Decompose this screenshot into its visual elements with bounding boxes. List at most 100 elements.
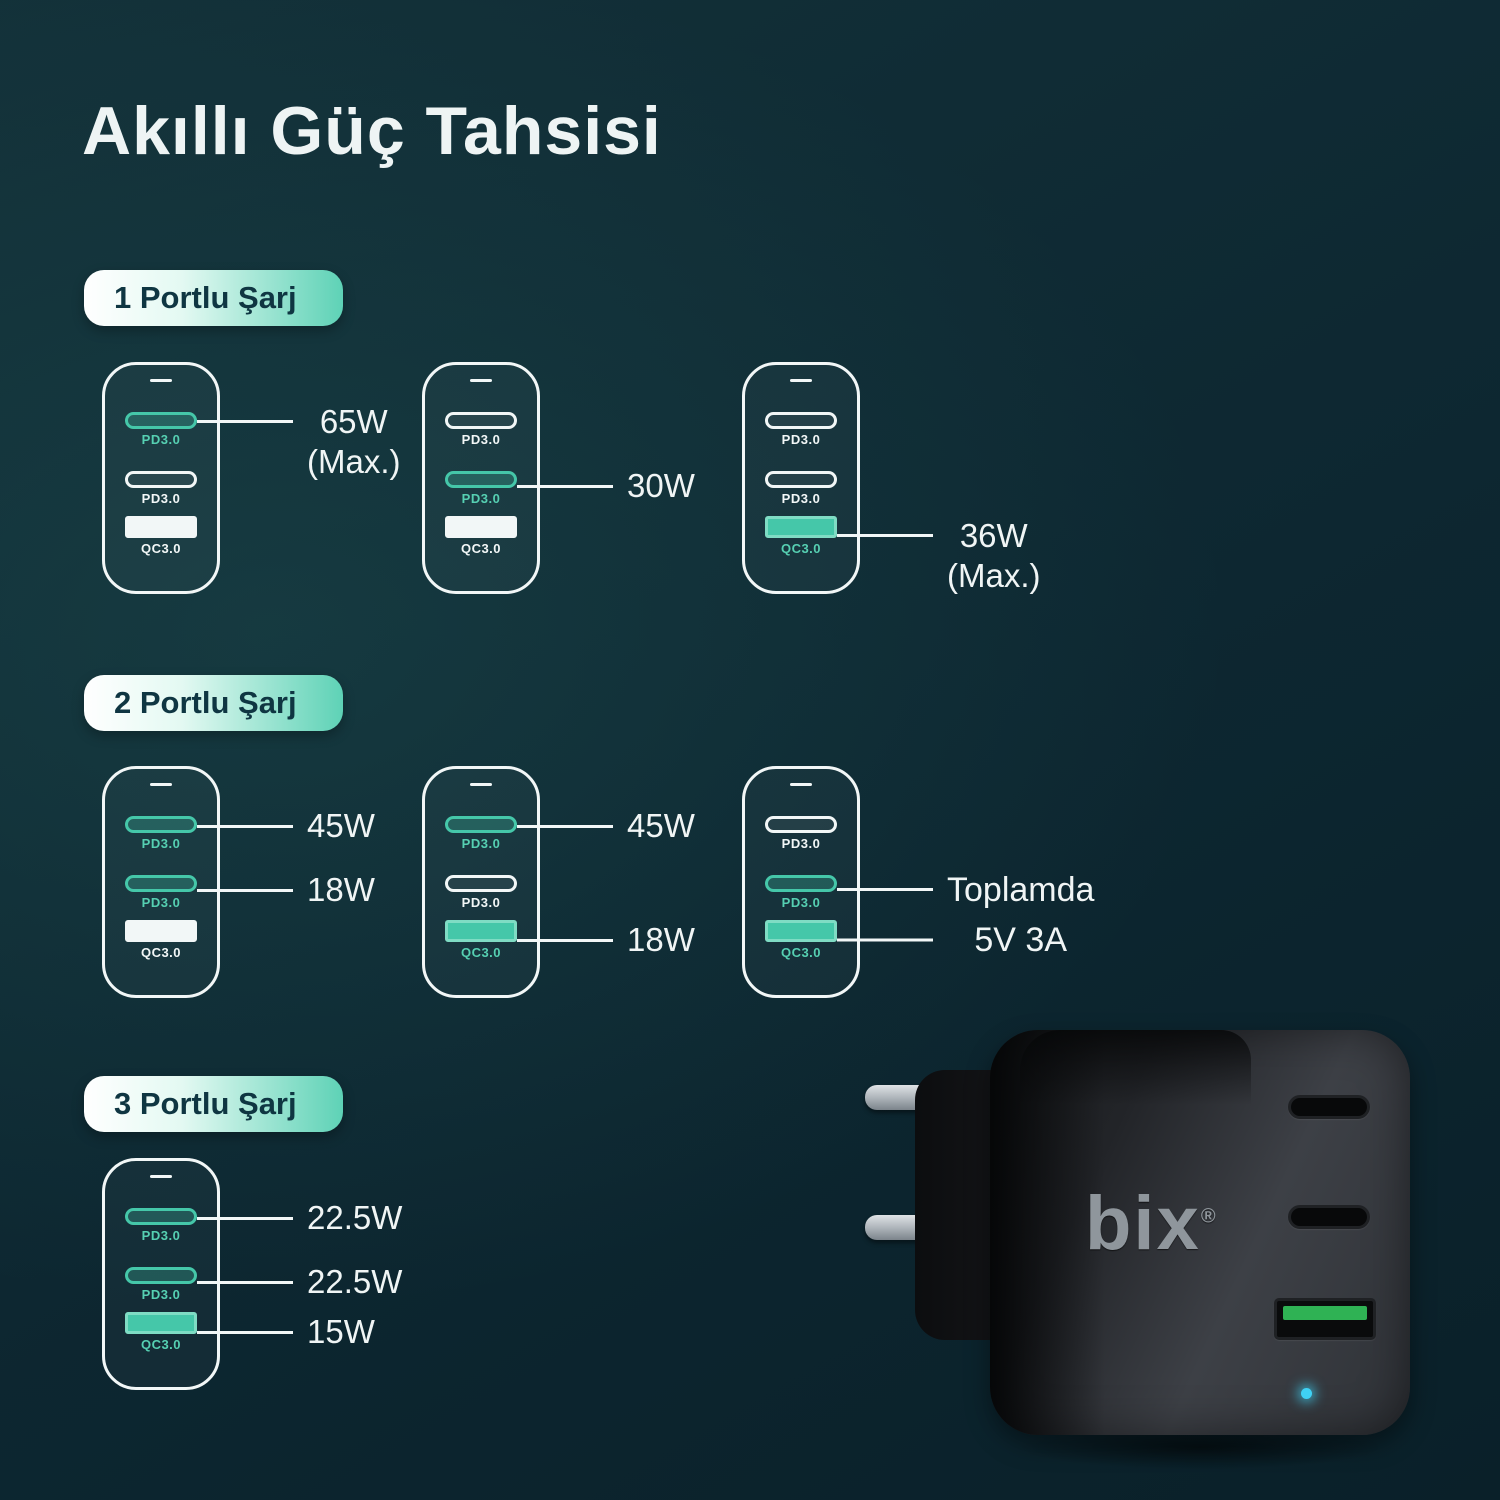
port-label: PD3.0: [141, 836, 181, 851]
charger-housing: bix®: [990, 1030, 1410, 1435]
usbc-port-icon: PD3.0: [125, 816, 197, 851]
usba-tab: [1283, 1306, 1367, 1320]
port-label: QC3.0: [460, 945, 502, 960]
port-label: PD3.0: [141, 1287, 181, 1302]
usbc-port-icon: PD3.0: [765, 875, 837, 910]
port-shape: [765, 920, 837, 942]
port-callout: 65W (Max.): [197, 402, 401, 482]
port-label: PD3.0: [461, 836, 501, 851]
port-callout: 18W: [517, 920, 695, 960]
usbc-port-2-icon: [1288, 1205, 1370, 1229]
annotation-line: [197, 1280, 293, 1284]
vent-line: [790, 379, 812, 382]
port-label: QC3.0: [140, 541, 182, 556]
page-title: Akıllı Güç Tahsisi: [82, 93, 662, 169]
section-badge: 1 Portlu Şarj: [84, 270, 343, 326]
usbc-port-icon: PD3.0: [125, 1267, 197, 1302]
usbc-port-icon: PD3.0: [445, 875, 517, 910]
annotation-text: 18W: [307, 871, 375, 908]
annotation-text: 15W: [307, 1313, 375, 1350]
annotation-line: [837, 938, 933, 942]
usba-port-icon: [1274, 1298, 1376, 1340]
port-label: PD3.0: [141, 491, 181, 506]
port-label: PD3.0: [781, 895, 821, 910]
section-badge: 2 Portlu Şarj: [84, 675, 343, 731]
registered-mark: ®: [1200, 1205, 1218, 1228]
port-label: QC3.0: [140, 1337, 182, 1352]
vent-line: [470, 783, 492, 786]
usbc-port-icon: PD3.0: [125, 875, 197, 910]
port-shape: [765, 471, 837, 488]
annotation-text: 22.5W: [307, 1199, 403, 1236]
usbc-port-1-icon: [1288, 1095, 1370, 1119]
port-shape: [445, 516, 517, 538]
vent-line: [790, 783, 812, 786]
port-shape: [765, 412, 837, 429]
usbc-port-icon: PD3.0: [125, 1208, 197, 1243]
usba-port-icon: QC3.0: [125, 516, 197, 556]
port-callout: 45W: [197, 806, 375, 846]
annotation-text: 45W: [627, 807, 695, 844]
usbc-port-icon: PD3.0: [125, 471, 197, 506]
usbc-port-icon: PD3.0: [765, 816, 837, 851]
port-shape: [445, 471, 517, 488]
usbc-port-icon: PD3.0: [125, 412, 197, 447]
annotation-line: [197, 420, 293, 423]
usbc-port-icon: PD3.0: [765, 412, 837, 447]
annotation-line: [197, 824, 293, 828]
section-badge: 3 Portlu Şarj: [84, 1076, 343, 1132]
usbc-port-icon: PD3.0: [445, 412, 517, 447]
annotation-text: 45W: [307, 807, 375, 844]
port-label: PD3.0: [141, 1228, 181, 1243]
annotation-text: 22.5W: [307, 1263, 403, 1300]
port-label: PD3.0: [781, 836, 821, 851]
port-shape: [125, 875, 197, 892]
usbc-port-icon: PD3.0: [445, 816, 517, 851]
port-callout: 15W: [197, 1312, 375, 1352]
annotation-line: [517, 824, 613, 828]
port-shape: [445, 920, 517, 942]
annotation-text: 65W (Max.): [307, 403, 401, 480]
port-label: QC3.0: [140, 945, 182, 960]
port-shape: [125, 412, 197, 429]
annotation-line: [517, 938, 613, 942]
port-label: PD3.0: [461, 491, 501, 506]
usba-port-icon: QC3.0: [445, 920, 517, 960]
port-shape: [125, 1312, 197, 1334]
usbc-port-icon: PD3.0: [445, 471, 517, 506]
port-callout: 18W: [197, 870, 375, 910]
annotation-text: 30W: [627, 467, 695, 504]
port-label: PD3.0: [781, 432, 821, 447]
product-photo: bix®: [865, 1000, 1445, 1470]
annotation-line: [837, 534, 933, 537]
port-shape: [445, 816, 517, 833]
port-callout: 45W: [517, 806, 695, 846]
port-shape: [765, 516, 837, 538]
port-shape: [125, 1208, 197, 1225]
port-shape: [125, 471, 197, 488]
usba-port-icon: QC3.0: [125, 920, 197, 960]
usba-port-icon: QC3.0: [765, 920, 837, 960]
usbc-port-icon: PD3.0: [765, 471, 837, 506]
port-label: PD3.0: [141, 432, 181, 447]
vent-line: [470, 379, 492, 382]
port-shape: [765, 875, 837, 892]
port-shape: [445, 875, 517, 892]
port-shape: [125, 516, 197, 538]
annotation-line: [197, 1216, 293, 1220]
vent-line: [150, 1175, 172, 1178]
port-shape: [445, 412, 517, 429]
usba-port-icon: QC3.0: [125, 1312, 197, 1352]
